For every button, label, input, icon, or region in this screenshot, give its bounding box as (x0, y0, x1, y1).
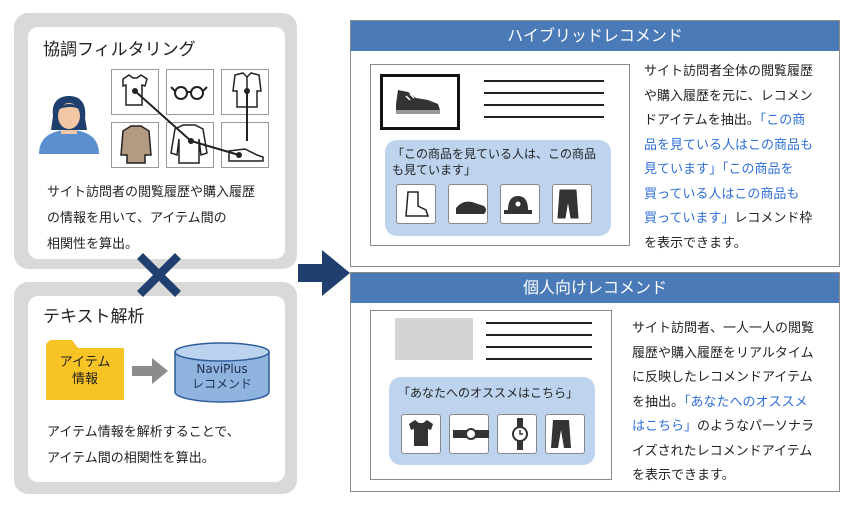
personal-product-image (395, 318, 473, 360)
text-analysis-desc-line: アイテム情報を解析することで、 (47, 425, 240, 440)
desc-span: のようなパーソナラ (697, 419, 815, 434)
text-line (486, 346, 592, 348)
text-line (484, 80, 604, 82)
sneaker-icon (396, 90, 440, 114)
personal-thumb-icons (409, 418, 571, 450)
desc-highlight: 「この商 (759, 113, 806, 128)
desc-highlight: 買っている人はこの商品も (644, 186, 800, 202)
personal-desc-line: 履歴や購入履歴をリアルタイム (632, 342, 832, 367)
text-line (486, 322, 592, 324)
database-icon (174, 342, 270, 403)
personal-header: 個人向けレコメンド (351, 273, 839, 303)
shoe-icon (228, 148, 264, 162)
desc-highlight: 品を見ている人はこの商品も (644, 137, 814, 153)
belt-icon (453, 428, 489, 440)
folder-label-line: アイテム (59, 355, 111, 370)
collab-desc-line: サイト訪問者の閲覧履歴や購入履歴 (47, 185, 256, 200)
personal-desc-line: に反映したレコメンドアイテム (632, 366, 832, 391)
hybrid-strip-line: も見ています」 (392, 163, 477, 177)
database-label-line: NaviPlus (196, 362, 248, 376)
hybrid-desc-line: 見ています」「この商品を (644, 158, 834, 183)
folder-label-line: 情報 (71, 372, 98, 387)
text-analysis-title: テキスト解析 (43, 307, 145, 327)
text-line (486, 334, 592, 336)
desc-span: や購入履歴を元に、レコメン (644, 88, 813, 104)
cross-icon (137, 253, 181, 297)
collab-desc-line: の情報を用いて、アイテム間の (47, 211, 227, 226)
desc-span: サイト訪問者全体の閲覧履歴 (644, 64, 814, 79)
desc-highlight: 「あなたへのオススメ (684, 394, 808, 410)
personal-desc-line: イズされたレコメンドアイテム (632, 440, 832, 465)
hybrid-desc-line: 品を見ている人はこの商品も (644, 134, 834, 159)
item-grid-art (120, 72, 264, 164)
personal-desc-line: を表示できます。 (632, 464, 832, 489)
text-line (484, 116, 604, 118)
grid-cell (111, 69, 159, 115)
personal-desc-line: サイト訪問者、一人一人の閲覧 (632, 317, 832, 342)
personal-desc: サイト訪問者、一人一人の閲覧 履歴や購入履歴をリアルタイム に反映したレコメンド… (632, 317, 832, 489)
desc-span: を表示できます。 (644, 235, 747, 251)
arrow-right-icon (298, 250, 350, 296)
hybrid-header: ハイブリッドレコメンド (351, 21, 839, 51)
database-label-line: レコメンド (191, 377, 252, 391)
desc-span: 履歴や購入履歴をリアルタイム (632, 345, 814, 361)
personal-strip-text: 「あなたへのオススメはこちら」 (398, 385, 578, 401)
watch-icon (512, 418, 528, 450)
text-analysis-desc: アイテム情報を解析することで、 アイテム間の相関性を算出。 (47, 420, 240, 472)
hybrid-desc-line: 買っています」レコメンド枠 (644, 207, 834, 232)
glasses-icon (170, 86, 208, 100)
desc-span: に反映したレコメンドアイテム (632, 370, 813, 385)
hybrid-product-image (380, 74, 460, 130)
boot-icon (405, 191, 430, 217)
hybrid-thumb-icons (405, 189, 579, 219)
hybrid-desc: サイト訪問者全体の閲覧履歴 や購入履歴を元に、レコメン ドアイテムを抽出。「この… (644, 60, 834, 256)
pants-icon (551, 420, 571, 448)
personal-desc-line: を抽出。「あなたへのオススメ (632, 391, 832, 416)
collab-title: 協調フィルタリング (43, 40, 196, 60)
collab-desc-line: 相関性を算出。 (47, 237, 139, 252)
hybrid-strip-line: 「この商品を見ている人は、この商品 (392, 147, 597, 161)
desc-highlight: 見ています」「この商品を (644, 162, 794, 177)
hybrid-desc-line: ドアイテムを抽出。「この商 (644, 109, 834, 134)
collab-desc: サイト訪問者の閲覧履歴や購入履歴 の情報を用いて、アイテム間の 相関性を算出。 (47, 180, 255, 258)
hybrid-strip-text: 「この商品を見ている人は、この商品 も見ています」 (392, 146, 596, 178)
desc-span: レコメンド枠 (734, 211, 813, 226)
long-shirt-icon (170, 124, 208, 164)
personal-strip-line: 「あなたへのオススメはこちら」 (398, 386, 579, 400)
desc-highlight: 買っています」 (644, 211, 735, 226)
jeans-icon (557, 189, 579, 219)
arrow-right-icon (132, 358, 168, 384)
desc-span: イズされたレコメンドアイテム (632, 443, 813, 459)
text-line (484, 104, 604, 106)
hybrid-desc-line: 買っている人はこの商品も (644, 183, 834, 208)
desc-span: ドアイテムを抽出。 (644, 113, 760, 128)
text-analysis-desc-line: アイテム間の相関性を算出。 (47, 451, 215, 466)
loafer-icon (456, 201, 486, 214)
personal-desc-line: はこちら」のようなパーソナラ (632, 415, 832, 440)
hybrid-desc-line: や購入履歴を元に、レコメン (644, 85, 834, 110)
tshirt-icon (409, 420, 433, 446)
folder-label: アイテム 情報 (46, 354, 124, 388)
sweater-icon (120, 125, 152, 164)
desc-highlight: はこちら」 (632, 419, 698, 434)
hybrid-desc-line: サイト訪問者全体の閲覧履歴 (644, 60, 834, 85)
database-label: NaviPlus レコメンド (174, 362, 270, 392)
text-line (484, 92, 604, 94)
hybrid-thumb[interactable] (500, 184, 540, 224)
folder-icon (46, 340, 124, 400)
desc-span: を表示できます。 (632, 468, 735, 483)
person-icon (39, 96, 99, 154)
desc-span: サイト訪問者、一人一人の閲覧 (632, 321, 815, 336)
hybrid-desc-line: を表示できます。 (644, 232, 834, 257)
text-line (486, 358, 592, 360)
cap-icon (504, 196, 532, 214)
desc-span: を抽出。 (632, 394, 685, 410)
